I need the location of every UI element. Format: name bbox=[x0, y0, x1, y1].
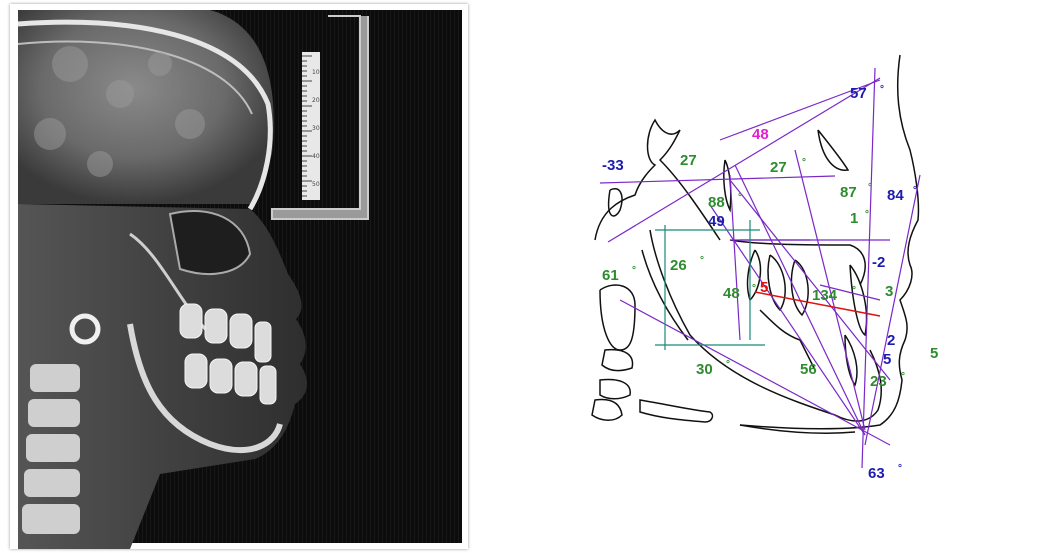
label-27: 27 bbox=[770, 159, 787, 176]
label-blue-5: 5 bbox=[883, 351, 891, 368]
degree-symbol: ° bbox=[726, 359, 730, 370]
ruler-mark: 20 bbox=[312, 97, 320, 104]
xray-illustration: 10 20 30 40 50 bbox=[17, 10, 462, 549]
nasion-relator bbox=[271, 15, 369, 220]
label-23: 23 bbox=[870, 373, 887, 390]
label-87: 87 bbox=[840, 184, 857, 201]
label-48: 48 bbox=[723, 285, 740, 302]
cephalometric-tracing: -33 27 48 27 ° 57 ° 87 ° 84 ° 88 ° 49 1 … bbox=[580, 50, 960, 490]
ruler-numbers: 10 20 30 40 50 bbox=[312, 69, 320, 188]
label-63: 63 bbox=[868, 465, 885, 482]
ruler bbox=[302, 52, 320, 200]
label-26: 26 bbox=[670, 257, 687, 274]
label-3: 3 bbox=[885, 283, 893, 300]
label-48-magenta: 48 bbox=[752, 126, 769, 143]
degree-symbol: ° bbox=[868, 182, 872, 193]
anatomical-outline bbox=[591, 54, 920, 434]
measurement-labels: -33 27 48 27 ° 57 ° 87 ° 84 ° 88 ° 49 1 … bbox=[602, 84, 938, 482]
ruler-mark: 50 bbox=[312, 181, 320, 188]
cervical-spine bbox=[22, 364, 80, 534]
label-sn-mp: -33 bbox=[602, 157, 624, 174]
degree-symbol: ° bbox=[901, 371, 905, 382]
label-134: 134 bbox=[812, 287, 838, 304]
ruler-mark: 40 bbox=[312, 153, 320, 160]
degree-symbol: ° bbox=[898, 463, 902, 474]
ear-rod-ring bbox=[69, 313, 101, 345]
degree-symbol: ° bbox=[802, 157, 806, 168]
ruler-mark: 30 bbox=[312, 125, 320, 132]
label-1: 1 bbox=[850, 210, 858, 227]
ruler-ticks bbox=[302, 55, 312, 197]
label-88: 88 bbox=[708, 194, 725, 211]
label-27-top: 27 bbox=[680, 152, 697, 169]
teeth bbox=[179, 303, 277, 405]
degree-symbol: ° bbox=[880, 84, 884, 95]
label-30: 30 bbox=[696, 361, 713, 378]
label-blue-2: 2 bbox=[887, 332, 895, 349]
degree-symbol: ° bbox=[738, 192, 742, 203]
ruler-mark: 10 bbox=[312, 69, 320, 76]
label-61: 61 bbox=[602, 267, 619, 284]
bone-texture bbox=[34, 46, 205, 177]
degree-symbol: ° bbox=[752, 283, 756, 294]
label-84: 84 bbox=[887, 187, 904, 204]
label-57: 57 bbox=[850, 85, 867, 102]
label-56: 56 bbox=[800, 361, 817, 378]
degree-symbol: ° bbox=[913, 185, 917, 196]
label-minus-2: -2 bbox=[872, 254, 885, 271]
reference-lines bbox=[599, 67, 921, 469]
degree-symbol: ° bbox=[632, 265, 636, 276]
label-red-5: 5 bbox=[760, 279, 768, 296]
xray-image: 10 20 30 40 50 bbox=[10, 4, 468, 549]
red-reference-line bbox=[754, 291, 881, 317]
label-49: 49 bbox=[708, 213, 725, 230]
degree-symbol: ° bbox=[852, 285, 856, 296]
tracing-drawing: -33 27 48 27 ° 57 ° 87 ° 84 ° 88 ° 49 1 … bbox=[591, 54, 938, 482]
degree-symbol: ° bbox=[865, 209, 869, 220]
teal-reference-lines bbox=[655, 220, 765, 350]
label-green-5: 5 bbox=[930, 345, 938, 362]
degree-symbol: ° bbox=[700, 255, 704, 266]
